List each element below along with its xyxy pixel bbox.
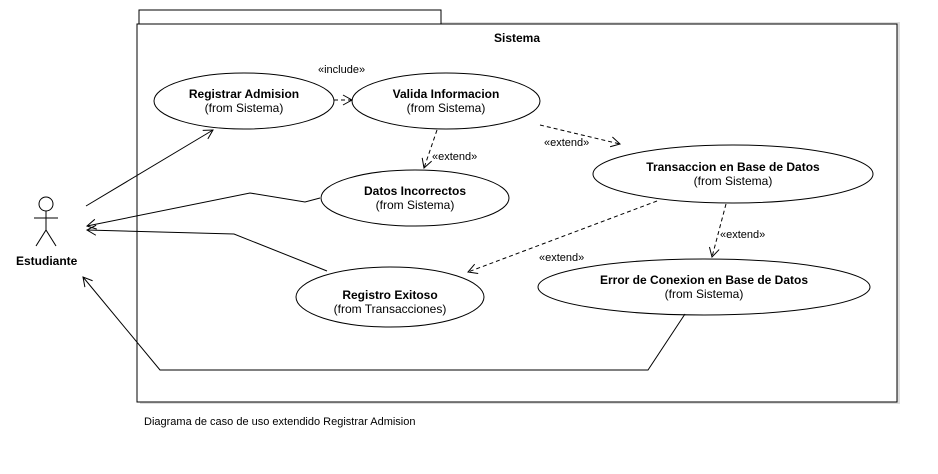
- extend-transaccion-exitoso: [467, 200, 658, 275]
- usecase-title: Error de Conexion en Base de Datos: [599, 273, 809, 287]
- dependencies: [334, 94, 727, 275]
- usecase-transaccion-shape: [592, 144, 874, 204]
- actor-name: Estudiante: [16, 254, 78, 268]
- assoc-error-actor: [82, 276, 686, 371]
- assoc-exitoso-actor: [85, 224, 328, 272]
- usecase-title: Registro Exitoso: [342, 288, 438, 302]
- stereotype-extend-datos: «extend»: [432, 151, 478, 163]
- usecase-origin: (from Sistema): [204, 101, 284, 115]
- assoc-datos-actor: [85, 192, 321, 230]
- stereotype-extend-error: «extend»: [720, 229, 766, 241]
- stereotype-extend-transaccion: «extend»: [544, 137, 590, 149]
- usecase-registrar-admision-shape: [153, 72, 335, 130]
- usecase-error-conexion-shape: [537, 258, 871, 316]
- use-case-shapes: [153, 72, 874, 328]
- usecase-transaccion-base-datos[interactable]: Transaccion en Base de Datos (from Siste…: [593, 160, 873, 188]
- usecase-registrar-admision[interactable]: Registrar Admision (from Sistema): [154, 87, 334, 115]
- usecase-origin: (from Sistema): [406, 101, 486, 115]
- associations: [82, 129, 686, 371]
- usecase-origin: (from Sistema): [693, 174, 773, 188]
- assoc-actor-registrar: [85, 129, 214, 207]
- usecase-error-conexion[interactable]: Error de Conexion en Base de Datos (from…: [538, 273, 870, 301]
- actor-estudiante-figure: [34, 196, 58, 247]
- usecase-valida-informacion[interactable]: Valida Informacion (from Sistema): [352, 87, 540, 115]
- system-boundary: [136, 9, 900, 404]
- usecase-title: Datos Incorrectos: [363, 184, 467, 198]
- usecase-registro-exitoso-shape: [295, 266, 485, 328]
- usecase-title: Valida Informacion: [392, 87, 500, 101]
- usecase-origin: (from Sistema): [375, 198, 455, 212]
- extend-transaccion-error: [708, 203, 727, 258]
- usecase-origin: (from Transacciones): [333, 302, 447, 316]
- stereotype-include: «include»: [318, 64, 366, 76]
- usecase-title: Transaccion en Base de Datos: [646, 160, 820, 174]
- diagram-caption: Diagrama de caso de uso extendido Regist…: [144, 416, 416, 428]
- usecase-datos-incorrectos-shape: [320, 169, 510, 227]
- usecase-title: Registrar Admision: [188, 87, 300, 101]
- usecase-datos-incorrectos[interactable]: Datos Incorrectos (from Sistema): [321, 184, 509, 212]
- usecase-origin: (from Sistema): [664, 287, 744, 301]
- stereotype-extend-exitoso: «extend»: [539, 252, 585, 264]
- system-name: Sistema: [494, 31, 541, 45]
- usecase-registro-exitoso[interactable]: Registro Exitoso (from Transacciones): [296, 288, 484, 316]
